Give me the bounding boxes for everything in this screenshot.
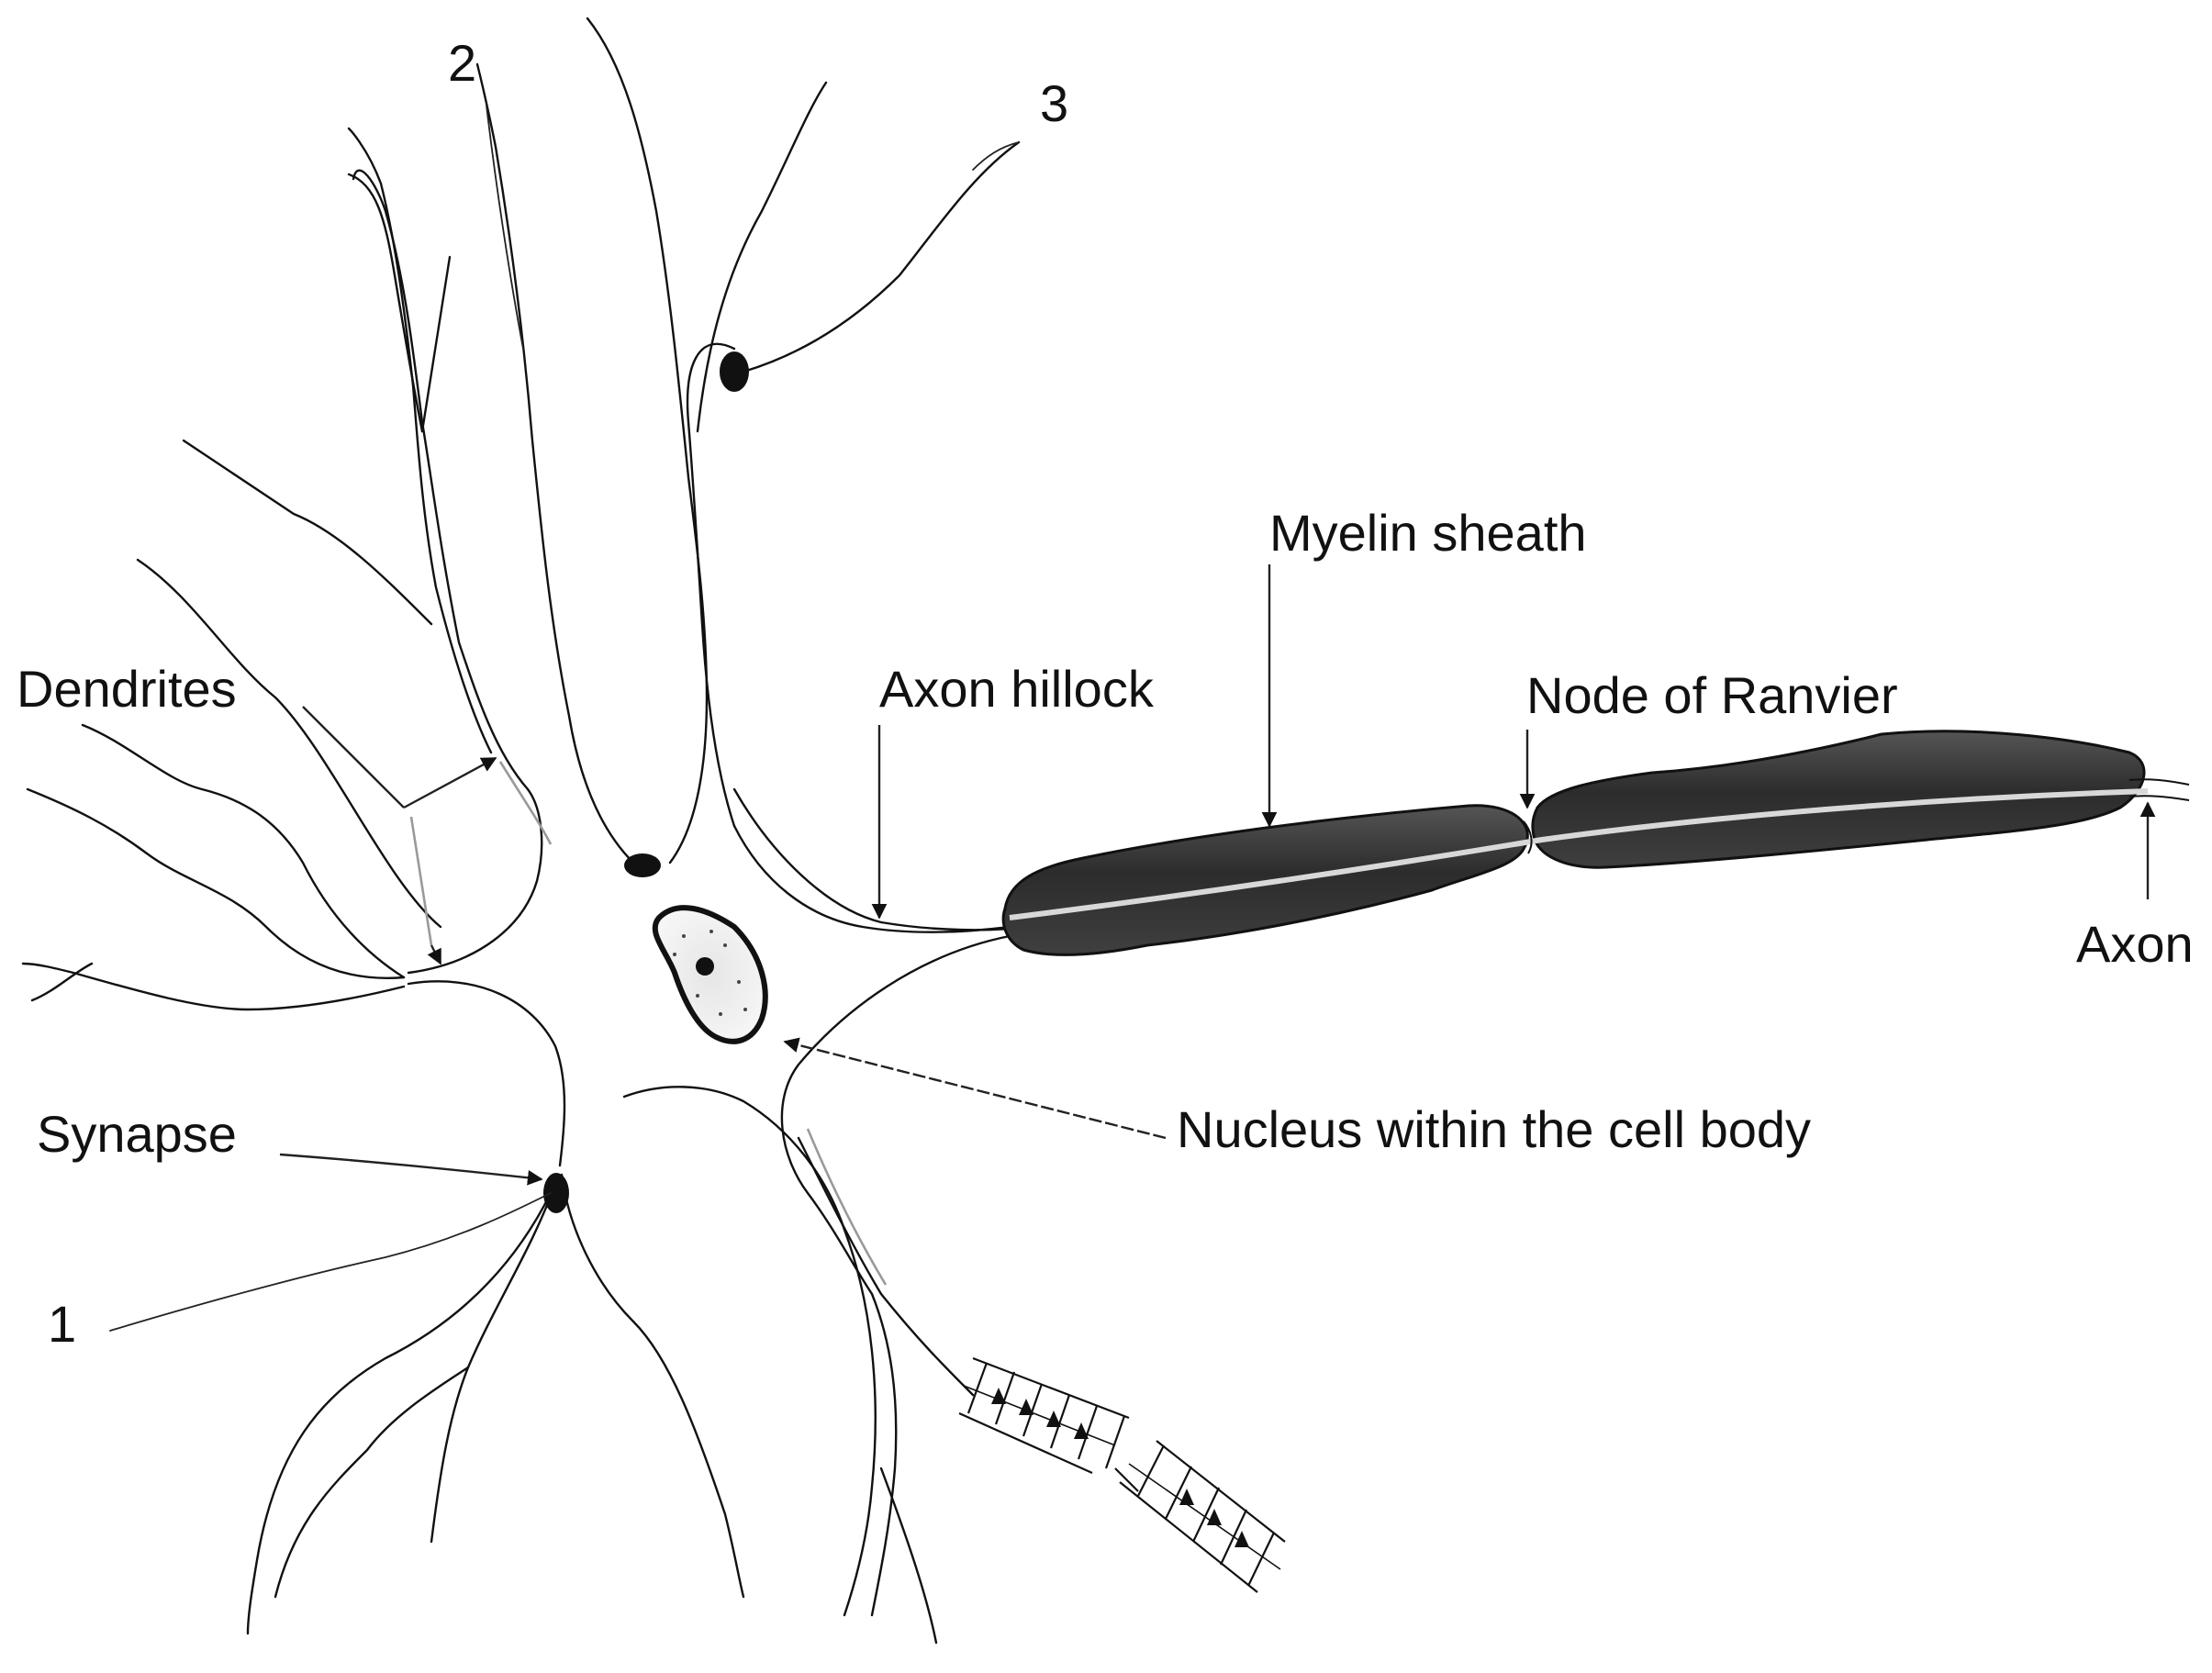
dendrite-grey-segment [500,762,551,844]
dendrites-leader [303,707,404,808]
soma-outline-left [408,981,564,1166]
label-axon: Axon [2076,915,2194,973]
nucleus-outline [655,908,765,1042]
synapse-leader [280,1154,542,1179]
number-2-line [486,106,523,349]
labels: Dendrites Synapse Axon hillock Myelin sh… [17,34,2194,1353]
dendrite-upper-left-branch [184,441,431,624]
axon-hillock-top [734,789,1028,930]
dendrite-bottom-right-line-2 [881,1468,936,1643]
dendrite-twig-left [422,257,450,431]
soma-outline-left-upper [408,789,542,973]
nucleolus [696,957,714,976]
dendrites-arrow-down-shaft [411,817,431,945]
dendrite-right-upper [698,83,826,431]
soma-outline-bottom-right [782,936,1010,1294]
dendrite-top-left-outer [353,171,528,789]
synapse-dot-center [624,853,661,877]
label-synapse: Synapse [37,1105,237,1163]
dendrite-bottom-right-line [872,1294,896,1615]
nucleus [655,908,765,1042]
dendrite-top-left-inner [349,128,491,753]
ion-channel-strip [959,1358,1285,1592]
label-axon-hillock: Axon hillock [879,660,1155,718]
dendrite-upper-left [138,560,441,927]
neuron-cell [23,18,1019,1643]
dendrite-right-branch-3 [743,142,1019,372]
dendrites-arrow-up [404,758,496,808]
label-myelin-sheath: Myelin sheath [1269,504,1587,562]
dendrite-to-channels [799,1138,973,1395]
dendrite-left-upper [83,725,404,977]
dendrite-bottom-inner-left [248,1193,551,1634]
number-1: 1 [48,1295,76,1353]
dendrite-left-upper-2 [28,789,404,978]
nucleus-arrow [785,1042,1166,1138]
dendrites-arrow-down [431,945,441,964]
label-node-of-ranvier: Node of Ranvier [1526,666,1898,724]
myelin-segment-1 [1003,806,1527,955]
label-nucleus: Nucleus within the cell body [1177,1100,1811,1158]
dendrite-line-1 [110,1193,551,1331]
ion-channel-arrows [991,1388,1249,1547]
dendrite-to-channels-grey [808,1129,886,1285]
label-dendrites: Dendrites [17,660,237,718]
synapse-dot-lower [543,1173,569,1213]
dendrite-right-trunk [687,344,734,826]
number-2: 2 [448,34,476,92]
soma-outline-top-right [734,826,1010,932]
number-3: 3 [1040,74,1068,132]
myelin-segment-2 [1533,731,2144,867]
dendrite-bottom-mid [562,1175,743,1597]
dendrite-central-trunk-left [477,64,633,863]
synapse-dot-top [720,351,749,392]
dendrite-bottom-center [624,1087,876,1615]
pointers [280,106,2148,1179]
axon-system [734,731,2189,955]
